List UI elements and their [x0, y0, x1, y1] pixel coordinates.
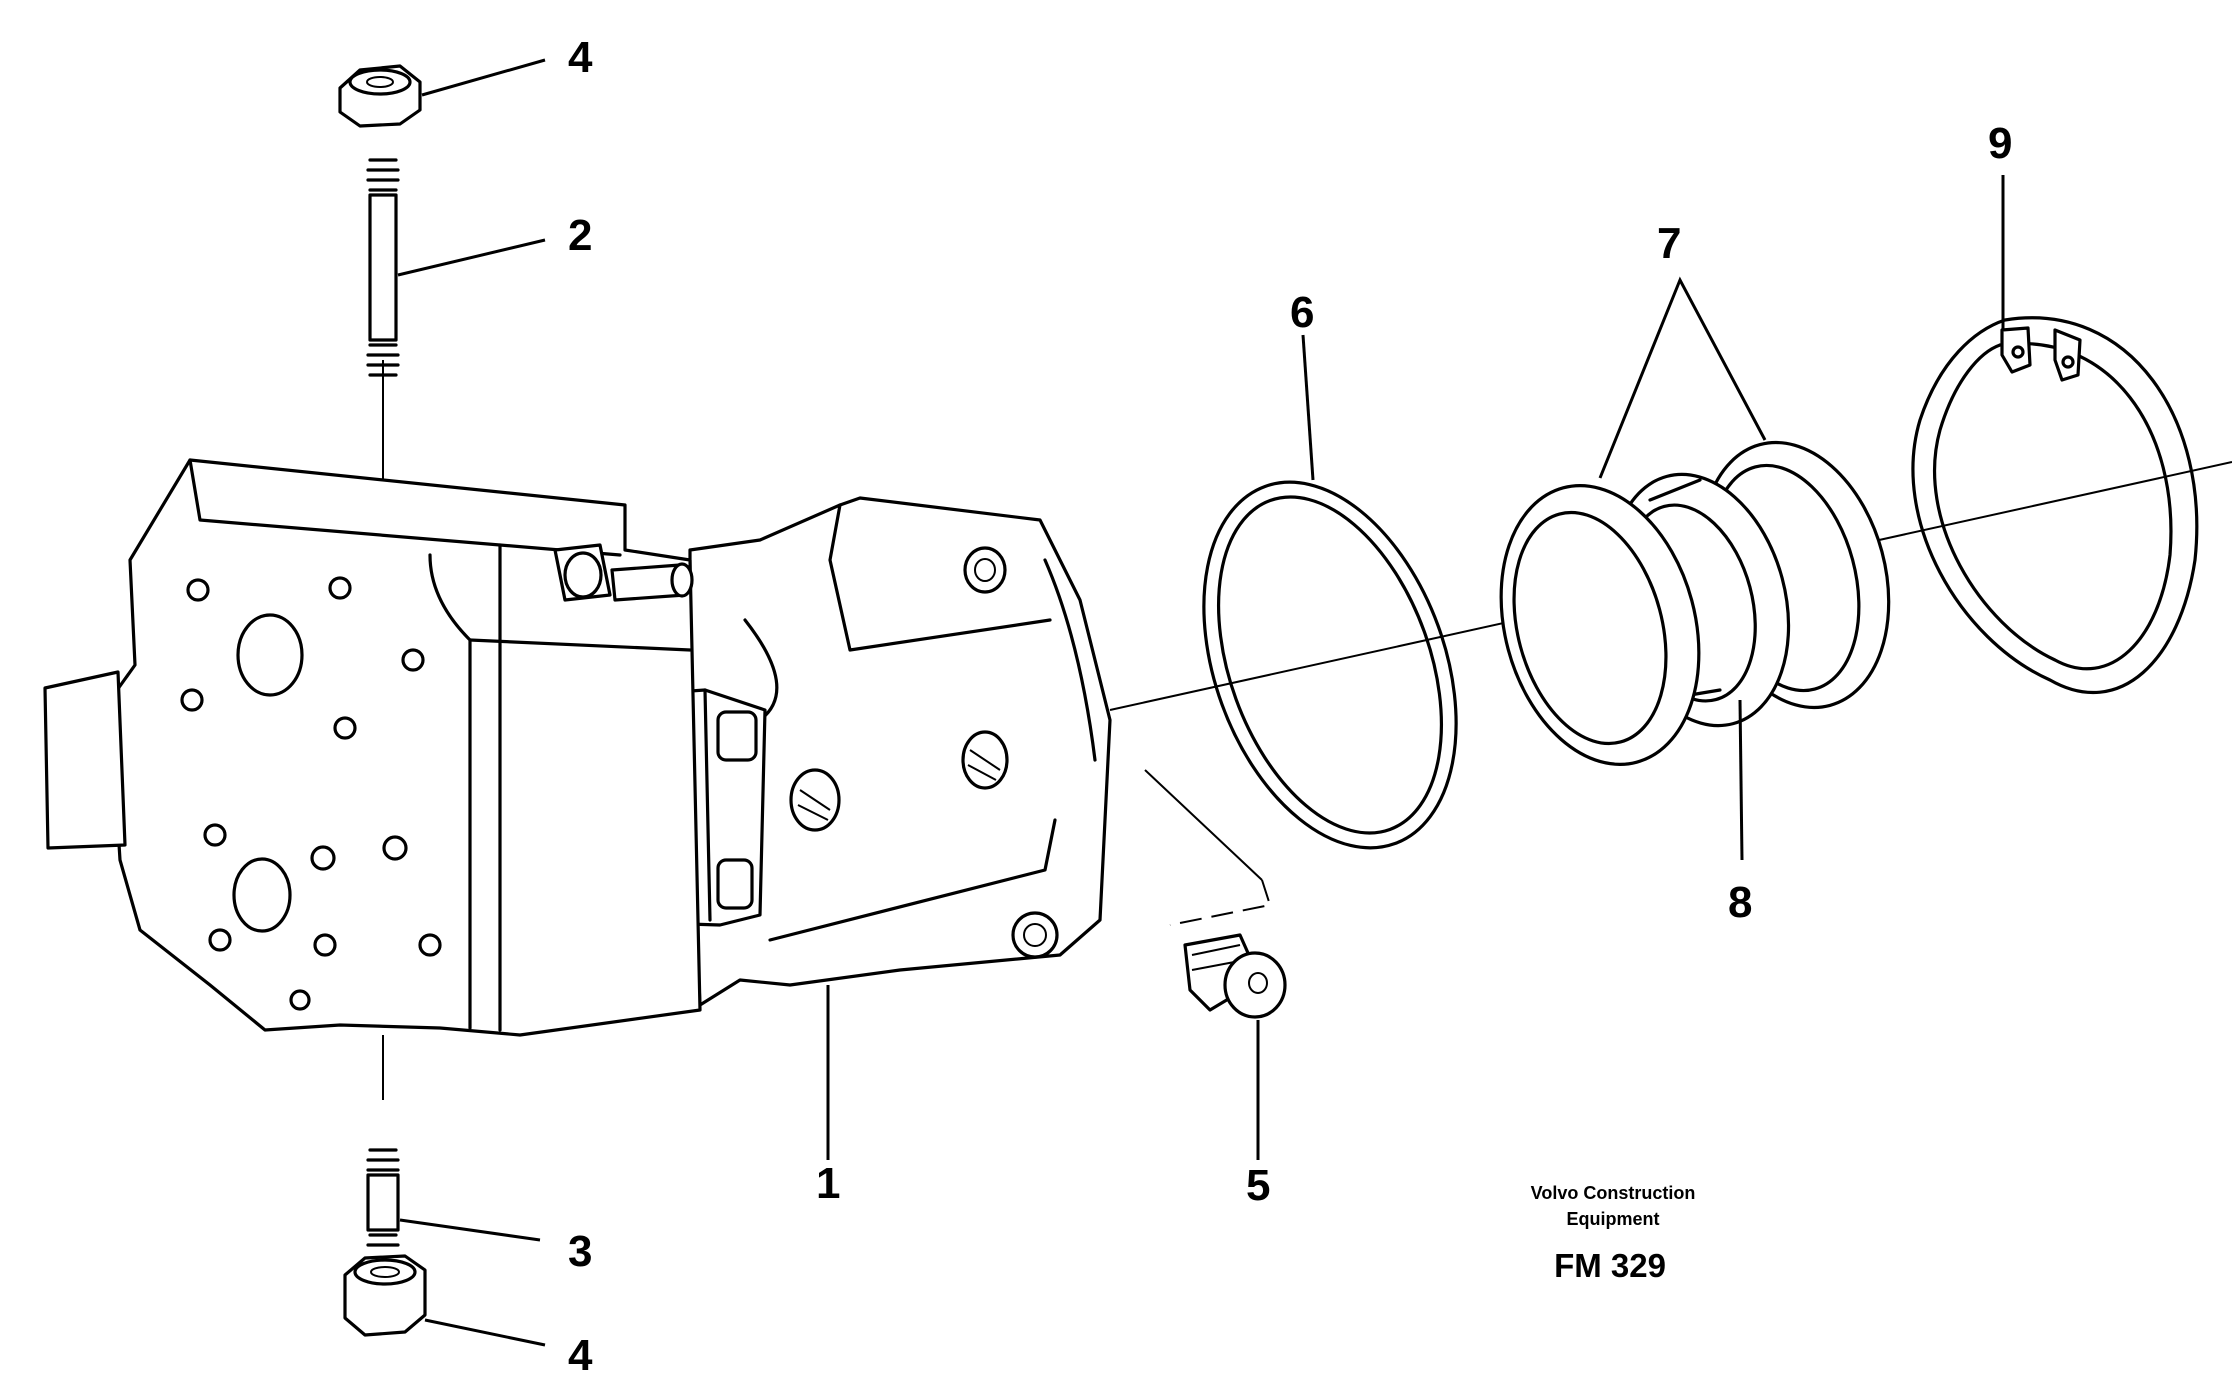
callout-5: 5: [1246, 1161, 1270, 1210]
callout-4-top: 4: [568, 33, 593, 82]
part-9-circlip: [1911, 316, 2199, 695]
part-3-bottom-stud: [366, 1148, 400, 1247]
callout-7: 7: [1657, 219, 1681, 268]
brand-line-2: Equipment: [1567, 1209, 1660, 1229]
leader-8: [1738, 699, 1744, 861]
brand-line-1: Volvo Construction: [1531, 1183, 1696, 1203]
part-2-top-stud: [366, 158, 400, 377]
figure-code: FM 329: [1554, 1247, 1666, 1284]
part-5-plug: [1144, 769, 1287, 1019]
leader-4-bottom: [424, 1318, 546, 1347]
callout-6: 6: [1290, 288, 1314, 337]
part-6-o-ring: [1202, 480, 1458, 850]
callout-2: 2: [568, 211, 592, 260]
callout-3: 3: [568, 1227, 592, 1276]
leader-7: [1598, 276, 1767, 479]
part-4-top-nut: [338, 64, 422, 128]
leader-4-top: [421, 58, 546, 97]
callout-9: 9: [1988, 119, 2012, 168]
part-7-seal-assembly: [1499, 440, 1891, 766]
part-4-bottom-nut: [343, 1254, 427, 1337]
callout-8: 8: [1728, 878, 1752, 927]
leader-2: [397, 238, 546, 277]
callout-1: 1: [816, 1159, 840, 1208]
callout-4-bottom: 4: [568, 1331, 593, 1380]
part-1-pump-housing: [43, 458, 1112, 1037]
leader-3: [399, 1218, 541, 1242]
leader-6: [1301, 334, 1315, 481]
